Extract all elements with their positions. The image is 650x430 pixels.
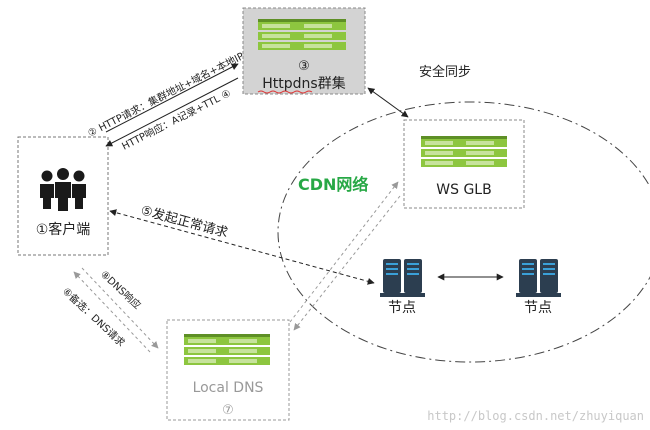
edge-node-left: 节点 — [380, 259, 425, 316]
edge-node-right-label: 节点 — [524, 300, 552, 316]
security-sync-label: 安全同步 — [419, 64, 471, 80]
cdn-network-boundary — [277, 101, 650, 363]
server-tower-icon — [380, 259, 425, 297]
edge-node-left-label: 节点 — [388, 300, 416, 316]
dns-response-label: ⑧DNS响应 — [98, 268, 144, 312]
edge-node-right: 节点 — [516, 259, 561, 316]
spellcheck-underline — [257, 90, 313, 94]
localdns-to-glb-arrow — [289, 181, 399, 323]
local-dns-server-icon — [184, 334, 270, 365]
ws-glb-label: WS GLB — [436, 182, 491, 198]
local-dns-number: ⑦ — [222, 403, 234, 418]
users-icon — [40, 168, 86, 211]
http-request-arrow — [105, 63, 239, 133]
client-label: ①客户端 — [36, 221, 91, 238]
httpdns-number: ③ — [298, 59, 310, 74]
normal-request-label: ⑤发起正常请求 — [139, 202, 230, 241]
local-dns-label: Local DNS — [193, 380, 264, 396]
dns-response-arrow — [73, 271, 151, 353]
cdn-network-label: CDN网络 — [298, 175, 368, 194]
httpdns-server-icon — [258, 19, 346, 50]
ws-glb-server-icon — [421, 136, 507, 167]
watermark: http://blog.csdn.net/zhuyiquan — [427, 409, 644, 423]
httpdns-label: Httpdns群集 — [262, 75, 345, 92]
client-node: ①客户端 — [17, 136, 109, 256]
normal-request-arrow — [109, 209, 375, 285]
local-dns-node: Local DNS ⑦ — [166, 319, 290, 421]
dns-request-arrow — [81, 267, 159, 349]
ws-glb-node: WS GLB — [403, 119, 525, 209]
httpdns-cluster: ③ Httpdns群集 — [242, 7, 366, 95]
http-response-arrow — [105, 77, 239, 147]
glb-to-localdns-arrow — [293, 195, 401, 331]
security-sync-arrow — [367, 87, 409, 118]
server-tower-icon — [516, 259, 561, 297]
